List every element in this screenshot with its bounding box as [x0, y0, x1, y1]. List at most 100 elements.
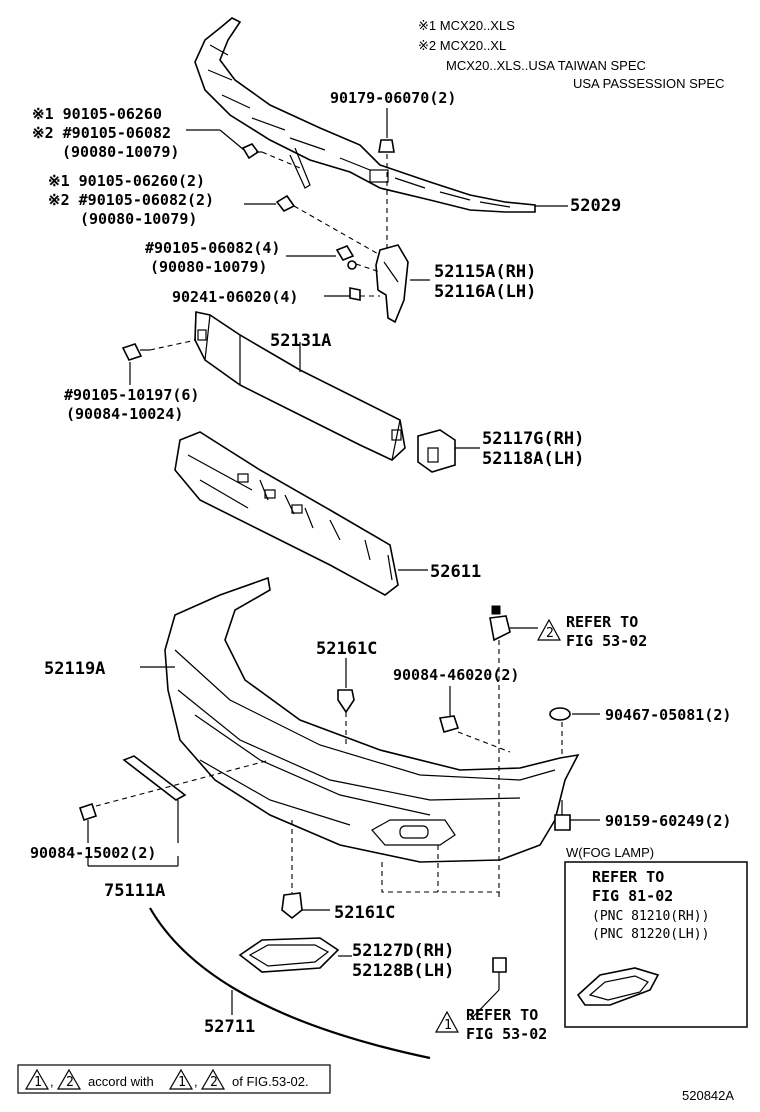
- label-j1: 90084-15002(2): [30, 844, 156, 862]
- footer-comma-1: ,: [50, 1074, 54, 1089]
- fog-lamp-drawing: [576, 967, 660, 1006]
- dash-box: [381, 862, 500, 893]
- triangle-icon-2: [56, 1068, 82, 1090]
- footer-box: [17, 1064, 331, 1094]
- leader-ref2: [469, 989, 500, 1021]
- label-52029: 52029: [570, 196, 621, 216]
- screw-90159: [554, 800, 571, 831]
- label-b1: ※1 90105-06260(2): [48, 172, 205, 190]
- screw-90084-15002: [78, 802, 98, 822]
- triangle-icon-1: [24, 1068, 50, 1090]
- reinforcement-52131a-drawing: [194, 311, 406, 461]
- label-52119a: 52119A: [44, 659, 105, 679]
- fog-title: W(FOG LAMP): [566, 845, 654, 860]
- diagram-code: 520842A: [682, 1088, 734, 1103]
- absorber-52611-drawing: [174, 431, 399, 596]
- fog-lamp-box: [564, 861, 748, 1028]
- screw-refer-53-02: [492, 957, 507, 990]
- dash-d: [355, 263, 381, 273]
- triangle-icon-1b: [168, 1068, 194, 1090]
- label-52131a: 52131A: [270, 331, 331, 351]
- clip-52161c-lower: [281, 892, 303, 920]
- footer-tri-1b: 1: [178, 1075, 186, 1090]
- bezel-52127d-drawing: [238, 937, 340, 973]
- label-h1: 90467-05081(2): [605, 706, 731, 724]
- bolt-90241: [349, 287, 361, 301]
- triangle-icon-2b: [200, 1068, 226, 1090]
- clip-90467: [549, 707, 571, 721]
- label-i1: 90159-60249(2): [605, 812, 731, 830]
- note-2: ※2 MCX20..XL: [418, 38, 506, 53]
- label-f2: (90084-10024): [66, 405, 183, 423]
- footer-tri-2: 2: [66, 1075, 74, 1090]
- bolt-90105-a: [241, 143, 262, 160]
- nut-90084-46020: [438, 715, 460, 733]
- label-75111a: 75111A: [104, 881, 165, 901]
- fog-l3: (PNC 81210(RH)): [592, 909, 709, 924]
- note-4: USA PASSESSION SPEC: [573, 76, 724, 91]
- footer-comma-2: ,: [194, 1074, 198, 1089]
- molding-52711-drawing: [149, 907, 431, 1060]
- footer-tri-2b: 2: [210, 1075, 218, 1090]
- triangle-icon-1-refer2: 1: [434, 1010, 460, 1033]
- dash-g: [457, 731, 511, 753]
- spec-notes: ※1 MCX20..XLS ※2 MCX20..XL MCX20..XLS..U…: [418, 18, 724, 91]
- fog-l2: FIG 81-02: [592, 887, 673, 905]
- label-52161c-lower: 52161C: [334, 903, 395, 923]
- label-52118a: 52118A(LH): [482, 449, 584, 469]
- label-ref2a: REFER TO: [466, 1006, 538, 1024]
- triangle-num-1a: 1: [444, 1018, 452, 1033]
- bumper-cover-52119a-drawing: [164, 576, 580, 863]
- label-f1: #90105-10197(6): [64, 386, 199, 404]
- label-d2: (90080-10079): [150, 258, 267, 276]
- retainer-52029-drawing: [194, 17, 536, 213]
- dash-f: [149, 339, 197, 351]
- label-a1: ※1 90105-06260: [32, 105, 162, 123]
- triangle-num-2a: 2: [546, 626, 554, 641]
- bolt-90105-f: [121, 343, 150, 361]
- label-ref1b: FIG 53-02: [566, 632, 647, 650]
- label-a2: ※2 #90105-06082: [32, 124, 171, 142]
- label-52127d: 52127D(RH): [352, 941, 454, 961]
- fog-l1: REFER TO: [592, 868, 664, 886]
- label-52117g: 52117G(RH): [482, 429, 584, 449]
- label-ref2b: FIG 53-02: [466, 1025, 547, 1043]
- triangle-icon-2-refer1: 2: [536, 618, 562, 641]
- label-b3: (90080-10079): [80, 210, 197, 228]
- label-c1: 90179-06070(2): [330, 89, 456, 107]
- label-g1: 90084-46020(2): [393, 666, 519, 684]
- label-e1: 90241-06020(4): [172, 288, 298, 306]
- dash-a: [261, 151, 301, 169]
- footer-note: 1 , 2 accord with 1 , 2 of FIG.53-02.: [17, 1064, 331, 1094]
- clip-refer-53-02: [489, 605, 511, 642]
- label-d1: #90105-06082(4): [145, 239, 280, 257]
- fog-l4: (PNC 81220(LH)): [592, 927, 709, 942]
- nut-90179: [378, 139, 395, 153]
- footer-accord: accord with: [88, 1074, 154, 1089]
- label-b2: ※2 #90105-06082(2): [48, 191, 214, 209]
- label-52128b: 52128B(LH): [352, 961, 454, 981]
- label-a3: (90080-10079): [62, 143, 179, 161]
- bolt-90105-d: [335, 245, 357, 270]
- clip-52161c-upper: [337, 689, 355, 714]
- label-52711: 52711: [204, 1017, 255, 1037]
- leader-a2: [219, 129, 245, 151]
- note-1: ※1 MCX20..XLS: [418, 18, 515, 33]
- part-labels: ※1 90105-06260 ※2 #90105-06082 (90080-10…: [30, 89, 731, 1043]
- label-52611: 52611: [430, 562, 481, 582]
- bracket-52117g-drawing: [417, 429, 456, 473]
- bolt-90105-b: [275, 194, 296, 213]
- dash-j: [95, 759, 271, 807]
- label-52116a: 52116A(LH): [434, 282, 536, 302]
- label-52115a: 52115A(RH): [434, 262, 536, 282]
- label-ref1a: REFER TO: [566, 613, 638, 631]
- bracket-75111a-drawing: [122, 755, 187, 801]
- bracket-52115a-drawing: [375, 244, 409, 324]
- footer-tri-1: 1: [34, 1075, 42, 1090]
- fog-lamp-texts: W(FOG LAMP) REFER TO FIG 81-02 (PNC 8121…: [566, 845, 709, 942]
- label-52161c-upper: 52161C: [316, 639, 377, 659]
- note-3: MCX20..XLS..USA TAIWAN SPEC: [446, 58, 646, 73]
- footer-of: of FIG.53-02.: [232, 1074, 309, 1089]
- dash-b: [293, 205, 381, 256]
